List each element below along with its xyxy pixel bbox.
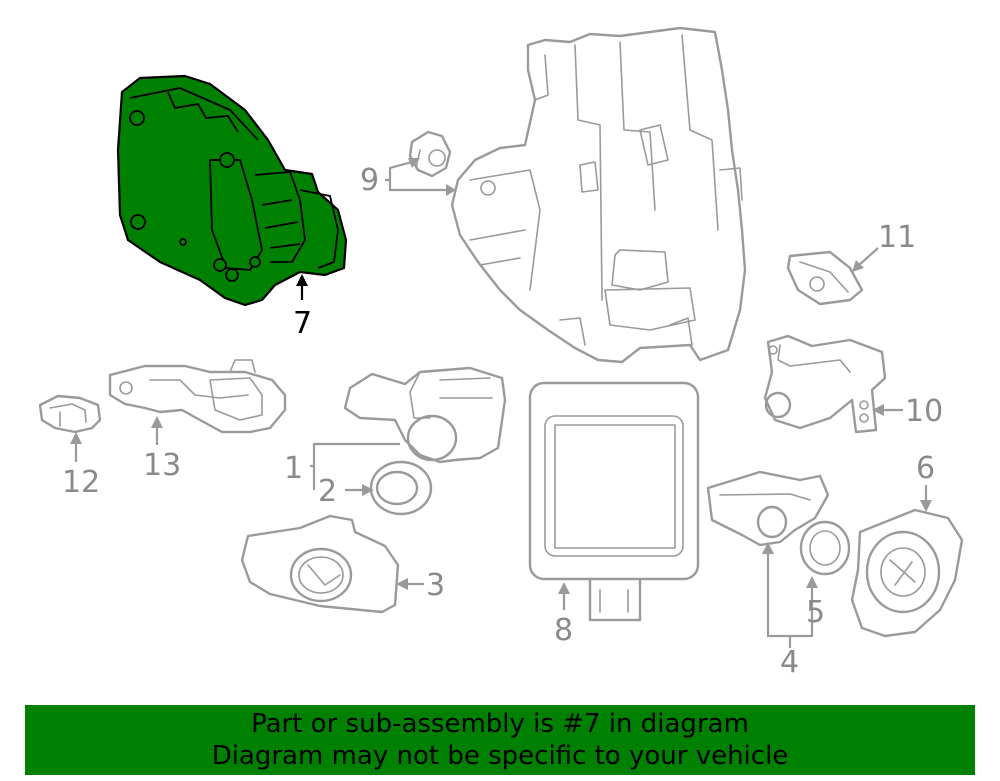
- part-3-bezel[interactable]: [240, 514, 400, 614]
- callout-3: 3: [426, 568, 445, 603]
- callout-2: 2: [318, 474, 337, 509]
- banner-line-1: Part or sub-assembly is #7 in diagram: [251, 709, 749, 739]
- part-9-bolt[interactable]: [408, 130, 452, 178]
- callout-12: 12: [62, 465, 100, 500]
- callout-4: 4: [780, 645, 799, 680]
- callout-6: 6: [916, 451, 935, 486]
- parts-diagram: 7 9 11 10 12 13 1 2 3 8 4 5 6: [38, 26, 964, 680]
- callout-10: 10: [905, 394, 943, 429]
- part-13-bracket[interactable]: [108, 359, 287, 434]
- banner-line-2: Diagram may not be specific to your vehi…: [211, 741, 789, 771]
- part-12-connector[interactable]: [38, 394, 102, 434]
- info-banner: Part or sub-assembly is #7 in diagram Di…: [25, 705, 975, 775]
- callout-13: 13: [143, 448, 181, 483]
- part-8-control-unit[interactable]: [528, 381, 700, 622]
- callout-5: 5: [806, 595, 825, 630]
- part-5-ring[interactable]: [799, 520, 851, 576]
- part-10-sensor[interactable]: [763, 334, 887, 434]
- part-4-sensor[interactable]: [706, 470, 830, 547]
- callout-1: 1: [284, 451, 303, 486]
- callout-9: 9: [360, 163, 379, 198]
- callout-11: 11: [878, 220, 916, 255]
- part-2-ring[interactable]: [369, 460, 433, 516]
- callout-7: 7: [293, 306, 312, 341]
- part-7-module[interactable]: [116, 74, 348, 307]
- part-11-clip[interactable]: [786, 250, 864, 306]
- part-1-sensor[interactable]: [343, 366, 507, 464]
- part-9-bracket[interactable]: [450, 26, 747, 364]
- callout-8: 8: [554, 613, 573, 648]
- part-6-bezel[interactable]: [850, 508, 964, 638]
